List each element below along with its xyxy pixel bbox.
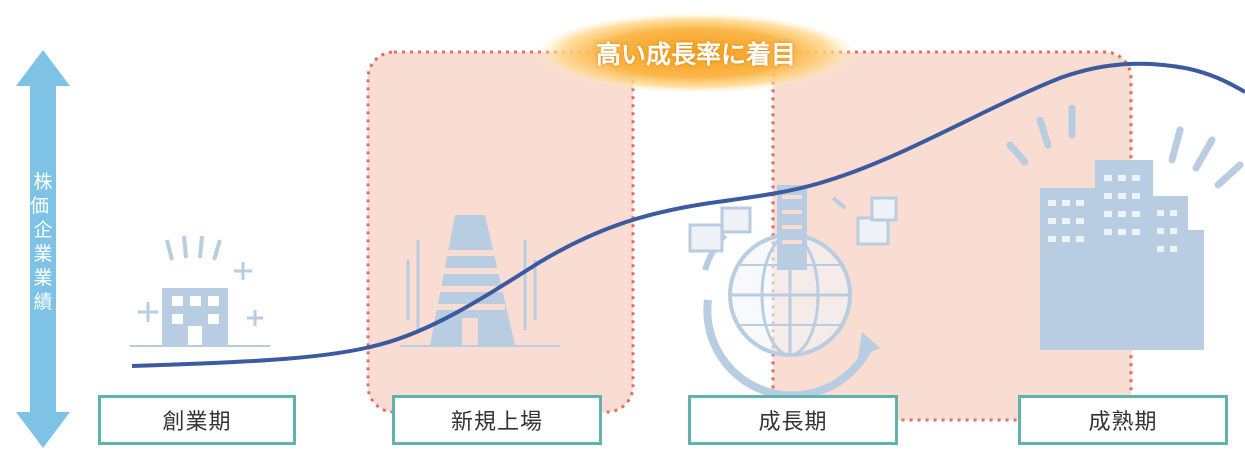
small-building-icon xyxy=(130,235,270,347)
stage-box-mature: 成熟期 xyxy=(1018,395,1228,445)
growth-curve xyxy=(131,61,1245,368)
axis-arrow-icon xyxy=(16,50,70,448)
city-buildings-icon xyxy=(1006,104,1244,350)
focus-label: 高い成長率に着目 xyxy=(595,40,796,69)
globe-icon xyxy=(688,185,898,400)
highlight-region-ipo xyxy=(366,50,635,414)
stage-box-growth: 成長期 xyxy=(688,395,898,445)
stage-box-founding: 創業期 xyxy=(98,395,296,445)
axis-label: 株価・企業業績 xyxy=(30,171,69,313)
focus-glow xyxy=(536,13,856,93)
stage-box-ipo: 新規上場 xyxy=(392,395,602,445)
